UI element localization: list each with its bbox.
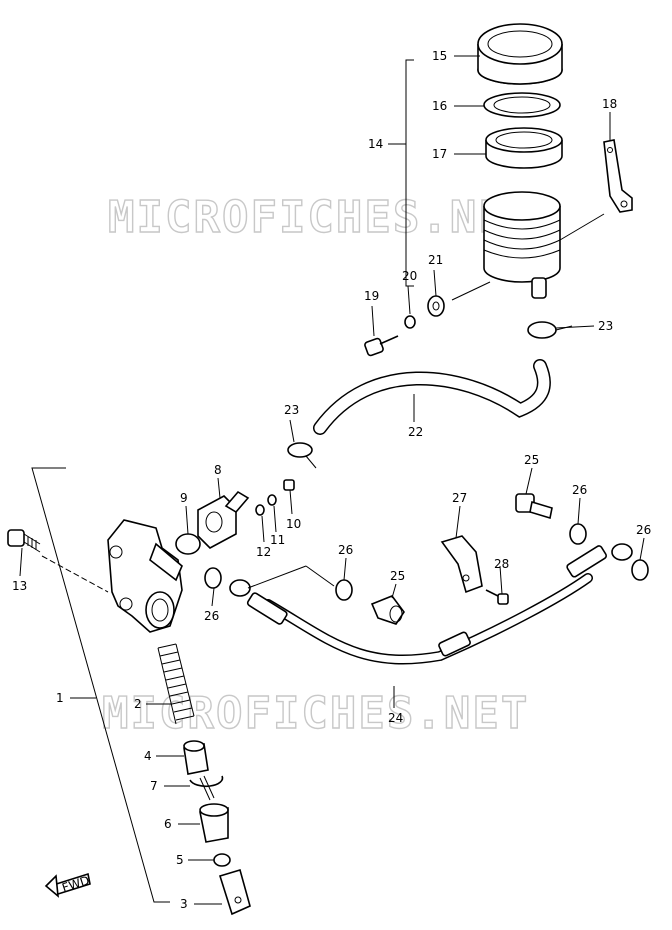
banjo-fitting-right	[566, 543, 633, 578]
screw-10	[283, 479, 295, 491]
washer-26-upper	[569, 523, 587, 545]
callout-13: 13	[12, 579, 27, 593]
banjo-bolt-25-lower	[370, 595, 405, 625]
watermark-top: MICROFICHES.NET	[108, 192, 535, 243]
callout-26-upper: 26	[572, 483, 587, 497]
reservoir-cap	[477, 23, 563, 85]
callout-23-upper: 23	[598, 319, 613, 333]
washer-26-cylinder	[204, 567, 222, 589]
washer-12	[255, 504, 265, 516]
bracket-part-1	[31, 467, 170, 903]
callout-2: 2	[134, 697, 142, 711]
hose-clamp-upper	[527, 321, 573, 339]
bolt-19	[364, 335, 399, 357]
reservoir-bracket	[603, 139, 633, 213]
callout-24: 24	[388, 711, 403, 725]
callout-27: 27	[452, 491, 467, 505]
washer-26-middle	[335, 579, 353, 601]
master-cylinder-body	[107, 519, 183, 633]
leader-lines	[19, 55, 645, 905]
watermark-bottom: MICROFICHES.NET	[102, 688, 529, 739]
banjo-fitting-left	[229, 579, 288, 625]
locknut-5	[213, 853, 231, 867]
bracket-part-14	[405, 59, 414, 287]
callout-23-lower: 23	[284, 403, 299, 417]
banjo-bolt-25-upper	[515, 493, 553, 520]
callout-4: 4	[144, 749, 152, 763]
callout-11: 11	[270, 533, 285, 547]
o-ring-9	[175, 533, 201, 555]
reservoir-diaphragm	[485, 127, 563, 169]
callout-22: 22	[408, 425, 423, 439]
callout-17: 17	[432, 147, 447, 161]
screw-28	[485, 589, 509, 605]
callout-25-lower: 25	[390, 569, 405, 583]
callout-21: 21	[428, 253, 443, 267]
callout-18: 18	[602, 97, 617, 111]
return-spring	[157, 643, 195, 725]
reservoir-diaphragm-plate	[483, 92, 561, 118]
callout-25-upper: 25	[524, 453, 539, 467]
callout-labels: 1 2 3 4 5 6 7 8 9 10 11 12 13 14 15 16 1…	[12, 49, 651, 911]
callout-26-middle: 26	[338, 543, 353, 557]
callout-26-cylinder: 26	[204, 609, 219, 623]
callout-12: 12	[256, 545, 271, 559]
fwd-label: FWD	[60, 873, 91, 895]
reservoir-tank	[483, 191, 561, 299]
callout-7: 7	[150, 779, 158, 793]
callout-6: 6	[164, 817, 172, 831]
callout-5: 5	[176, 853, 184, 867]
inlet-fitting	[197, 490, 250, 549]
callout-16: 16	[432, 99, 447, 113]
callout-8: 8	[214, 463, 222, 477]
bolt-13	[7, 529, 41, 553]
washer-20	[404, 315, 416, 329]
push-rod-clevis	[218, 868, 251, 916]
callout-28: 28	[494, 557, 509, 571]
clutch-hose	[263, 573, 593, 665]
callout-19: 19	[364, 289, 379, 303]
callout-1: 1	[56, 691, 64, 705]
hose-clamp-lower	[287, 442, 317, 469]
washer-26-right	[631, 559, 649, 581]
dust-boot	[199, 803, 229, 843]
callout-26-right: 26	[636, 523, 651, 537]
washer-11	[267, 494, 277, 506]
callout-20: 20	[402, 269, 417, 283]
callout-3: 3	[180, 897, 188, 911]
callout-15: 15	[432, 49, 447, 63]
piston	[183, 740, 209, 775]
callout-10: 10	[286, 517, 301, 531]
hose-sleeve	[438, 631, 471, 657]
callout-9: 9	[180, 491, 188, 505]
fwd-arrow-icon	[44, 872, 91, 898]
washer-21	[427, 295, 445, 317]
callout-14: 14	[368, 137, 383, 151]
hose-bracket-27	[440, 535, 483, 594]
circlip-7	[189, 775, 224, 801]
